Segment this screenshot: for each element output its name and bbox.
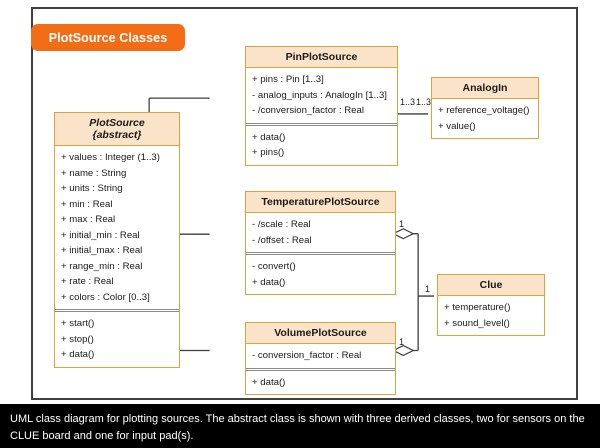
attribute-row: + range_min : Real: [61, 260, 143, 272]
class-box-volumeplotsource[interactable]: VolumePlotSource - conversion_factor : R…: [245, 322, 396, 395]
class-name-analogin: AnalogIn: [462, 82, 508, 94]
operation-row: - convert(): [252, 261, 296, 272]
attribute-row: + colors : Color [0..3]: [61, 291, 150, 303]
operations-analogin: + reference_voltage() + value(): [432, 99, 538, 138]
class-header-clue: Clue: [438, 275, 544, 296]
attribute-row: + min : Real: [61, 198, 113, 210]
aggregation-diamond-temperature: [392, 228, 415, 240]
attribute-row: + name : String: [61, 167, 127, 179]
attributes-volumeplotsource: - conversion_factor : Real: [246, 344, 395, 368]
aggregation-diamond-volume: [392, 344, 415, 357]
operation-row: + sound_level(): [444, 317, 510, 329]
attributes-plotsource: + values : Integer (1..3) + name : Strin…: [55, 146, 179, 309]
figure-caption: UML class diagram for plotting sources. …: [0, 404, 600, 448]
class-header-volumeplotsource: VolumePlotSource: [246, 323, 395, 344]
attribute-row: + max : Real: [61, 214, 116, 225]
class-box-plotsource[interactable]: PlotSource {abstract} + values : Integer…: [54, 112, 180, 368]
attribute-row: - /conversion_factor : Real: [252, 105, 364, 116]
class-box-clue[interactable]: Clue + temperature() + sound_level(): [437, 274, 545, 336]
operation-row: + temperature(): [444, 302, 511, 313]
multiplicity-analogin-target: 1..3: [416, 97, 432, 107]
class-header-plotsource: PlotSource {abstract}: [55, 113, 179, 146]
attribute-row: + units : String: [61, 183, 123, 194]
class-box-temperatureplotsource[interactable]: TemperaturePlotSource - /scale : Real - …: [245, 191, 396, 295]
attribute-row: + pins : Pin [1..3]: [252, 74, 324, 85]
operation-row: + reference_voltage(): [438, 105, 530, 116]
multiplicity-clue-target: 1: [425, 284, 431, 294]
attribute-row: - conversion_factor : Real: [252, 350, 362, 361]
attribute-row: - /offset : Real: [252, 234, 312, 246]
attributes-pinplotsource: + pins : Pin [1..3] - analog_inputs : An…: [246, 68, 397, 123]
operations-clue: + temperature() + sound_level(): [438, 296, 544, 335]
attribute-row: - /scale : Real: [252, 219, 311, 230]
operations-plotsource: + start() + stop() + data(): [55, 309, 179, 367]
diagram-title-pill: PlotSource Classes: [31, 24, 185, 51]
attribute-row: + values : Integer (1..3): [61, 152, 160, 163]
class-name-plotsource: PlotSource: [89, 117, 145, 129]
class-stereotype-plotsource: {abstract}: [92, 129, 142, 141]
class-name-clue: Clue: [479, 279, 503, 291]
operation-row: + pins(): [252, 147, 285, 158]
operations-pinplotsource: + data() + pins(): [246, 122, 397, 165]
operation-row: + data(): [252, 276, 286, 288]
class-header-temperatureplotsource: TemperaturePlotSource: [246, 192, 395, 213]
attributes-temperatureplotsource: - /scale : Real - /offset : Real: [246, 213, 395, 252]
class-box-analogin[interactable]: AnalogIn + reference_voltage() + value(): [431, 77, 539, 139]
operations-temperatureplotsource: - convert() + data(): [246, 252, 395, 294]
multiplicity-volume-source: 1: [399, 337, 405, 347]
class-name-volumeplotsource: VolumePlotSource: [274, 327, 367, 339]
attribute-row: + rate : Real: [61, 276, 114, 287]
operation-row: + stop(): [61, 333, 94, 345]
multiplicity-pin-source: 1..3: [400, 97, 416, 107]
operation-row: + data(): [61, 349, 95, 360]
class-header-analogin: AnalogIn: [432, 78, 538, 99]
operation-row: + value(): [438, 120, 476, 132]
operation-row: + data(): [252, 376, 286, 388]
class-box-pinplotsource[interactable]: PinPlotSource + pins : Pin [1..3] - anal…: [245, 46, 398, 166]
multiplicity-temperature-source: 1: [399, 219, 405, 229]
attribute-row: + initial_max : Real: [61, 245, 143, 256]
operation-row: + data(): [252, 131, 286, 143]
operations-volumeplotsource: + data(): [246, 367, 395, 395]
attribute-row: - analog_inputs : AnalogIn [1..3]: [252, 89, 387, 101]
class-name-temperatureplotsource: TemperaturePlotSource: [261, 196, 380, 208]
diagram-frame: PlotSource {abstract} + values : Integer…: [31, 7, 578, 400]
class-name-pinplotsource: PinPlotSource: [285, 51, 358, 63]
operation-row: + start(): [61, 318, 95, 329]
attribute-row: + initial_min : Real: [61, 229, 140, 241]
class-header-pinplotsource: PinPlotSource: [246, 47, 397, 68]
